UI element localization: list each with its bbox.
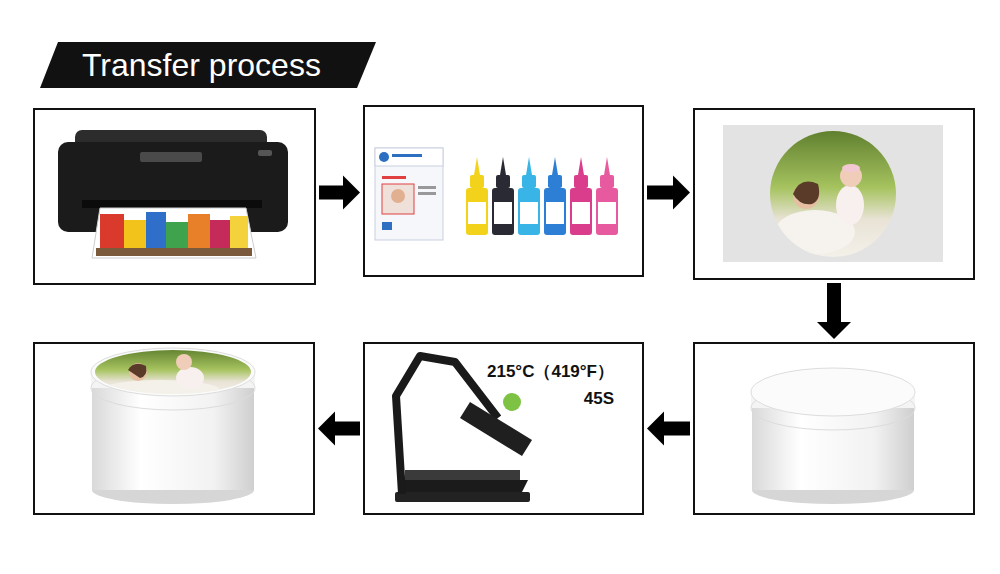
process-step-box: 215°C（419°F）45S	[363, 342, 644, 515]
printed-tin-illustration	[91, 348, 255, 504]
step-label-group: 215°C（419°F）45S	[487, 358, 614, 412]
process-step-box	[693, 342, 975, 515]
printed-photo-illustration	[723, 125, 943, 262]
blank-tin-illustration	[751, 368, 915, 504]
flow-arrow	[647, 176, 690, 210]
flow-arrow	[817, 283, 851, 339]
temperature-label: 215°C（419°F）	[487, 358, 614, 385]
paper-and-ink-illustration	[375, 148, 618, 240]
process-step-box	[33, 108, 316, 285]
title-banner	[40, 42, 376, 88]
flow-arrow	[319, 176, 360, 210]
flow-arrow	[318, 412, 360, 446]
printer-illustration	[58, 130, 288, 258]
process-step-box	[363, 105, 644, 277]
flow-arrow	[647, 412, 690, 446]
time-label: 45S	[487, 385, 614, 412]
process-step-box	[33, 342, 315, 515]
diagram-title: Transfer process	[82, 47, 321, 83]
process-step-box	[693, 108, 975, 280]
